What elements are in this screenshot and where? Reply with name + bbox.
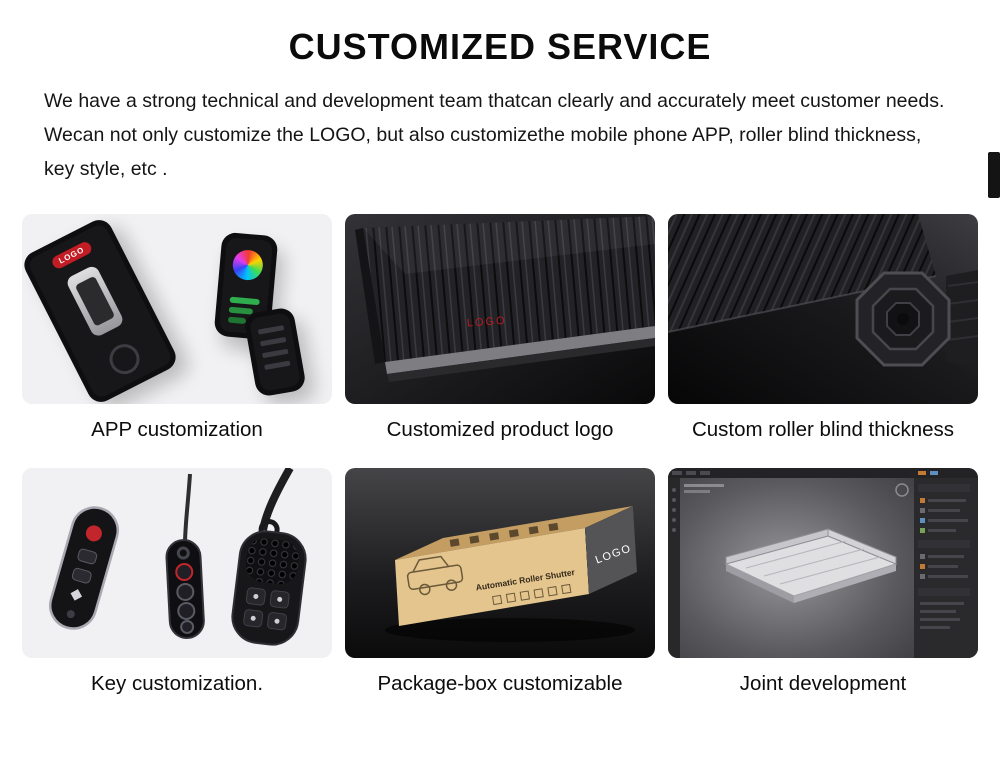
smartphone-small bbox=[243, 306, 307, 398]
control-dial-icon bbox=[104, 338, 145, 380]
cad-toolbar bbox=[668, 468, 978, 478]
cad-software-illustration bbox=[668, 468, 978, 658]
truck-line-art bbox=[406, 555, 464, 596]
roller-cover-illustration: LOGO bbox=[345, 214, 655, 404]
color-wheel-icon bbox=[231, 248, 265, 282]
phone-screen: LOGO bbox=[26, 221, 174, 401]
honeycomb-remote bbox=[231, 519, 307, 646]
card-key-customization: Key customization. bbox=[22, 468, 332, 722]
intro-paragraph: We have a strong technical and developme… bbox=[44, 90, 945, 180]
rolled-blind-illustration bbox=[668, 214, 978, 404]
app-logo-badge: LOGO bbox=[50, 240, 94, 271]
car-graphic bbox=[64, 264, 126, 339]
service-grid: LOGO APP customization bbox=[22, 214, 978, 722]
axis-gizmo-icon bbox=[895, 483, 909, 497]
key-customization-image bbox=[22, 468, 332, 658]
caption-package-box: Package-box customizable bbox=[377, 672, 623, 695]
remote-keys-illustration bbox=[22, 468, 332, 658]
tray-model bbox=[724, 528, 898, 603]
package-box-illustration: LOGO Automatic Roller Shutter bbox=[345, 468, 655, 658]
card-app-customization: LOGO APP customization bbox=[22, 214, 332, 468]
phone-screen bbox=[248, 312, 302, 392]
car-key-fob bbox=[49, 506, 119, 630]
caption-joint-development: Joint development bbox=[739, 672, 907, 695]
product-logo-text: LOGO bbox=[467, 315, 508, 330]
scrollbar-thumb[interactable] bbox=[988, 152, 1000, 198]
caption-customized-product-logo: Customized product logo bbox=[386, 418, 614, 441]
cad-tool-column bbox=[668, 478, 680, 658]
card-package-box: LOGO Automatic Roller Shutter bbox=[345, 468, 655, 722]
smartphone-large: LOGO bbox=[22, 215, 181, 404]
caption-roller-blind-thickness: Custom roller blind thickness bbox=[691, 418, 955, 441]
caption-app-customization: APP customization bbox=[91, 418, 263, 441]
settings-list-lines bbox=[257, 325, 291, 371]
page-title: CUSTOMIZED SERVICE bbox=[288, 26, 712, 67]
product-logo-image: LOGO bbox=[345, 214, 655, 404]
box-front-face bbox=[395, 528, 589, 626]
app-customization-image: LOGO bbox=[22, 214, 332, 404]
card-customized-product-logo: LOGO Customized product logo bbox=[345, 214, 655, 468]
lanyard-string bbox=[183, 473, 192, 545]
roller-blind-image bbox=[668, 214, 978, 404]
card-joint-development: Joint development bbox=[668, 468, 978, 722]
page-header: CUSTOMIZED SERVICE We have a strong tech… bbox=[0, 26, 1000, 186]
joint-development-image bbox=[668, 468, 978, 658]
card-roller-blind-thickness: Custom roller blind thickness bbox=[668, 214, 978, 468]
slim-remote bbox=[165, 539, 205, 639]
caption-key-customization: Key customization. bbox=[90, 672, 264, 695]
box-cert-icons bbox=[492, 583, 572, 606]
box-top-print bbox=[449, 522, 559, 547]
package-box-image: LOGO Automatic Roller Shutter bbox=[345, 468, 655, 658]
